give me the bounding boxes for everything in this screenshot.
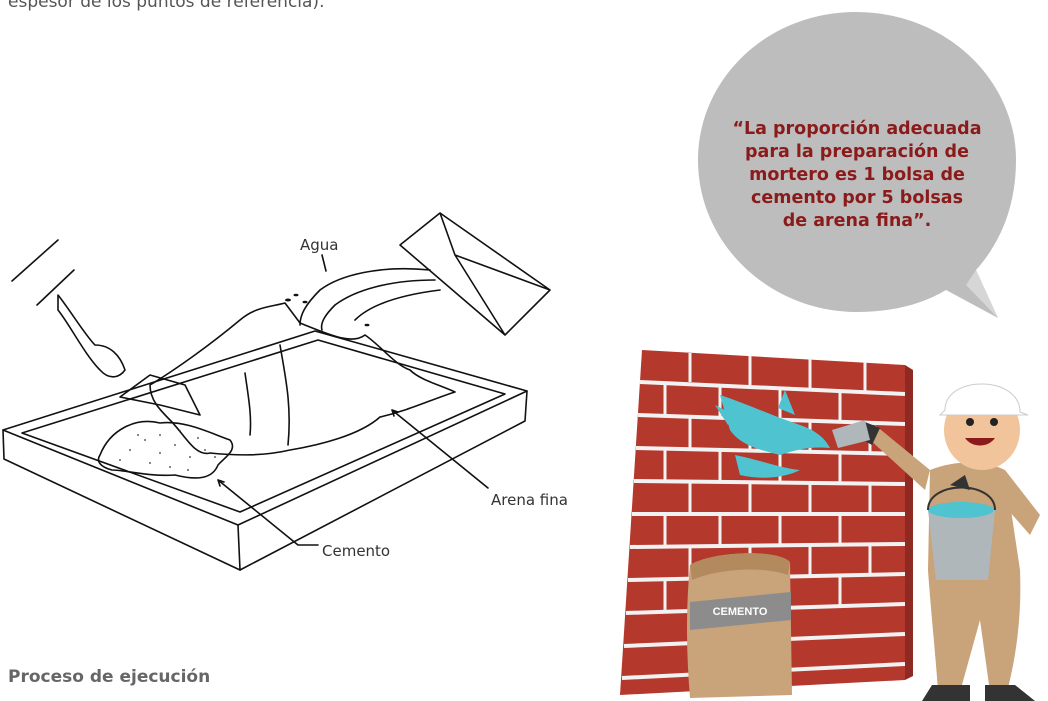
tray-side-right (239, 390, 528, 571)
cement-stipple (119, 430, 216, 471)
sand-mound (149, 302, 456, 456)
quote-line: de arena fina”. (782, 211, 932, 231)
hand-arm (11, 239, 126, 378)
cement-heap (97, 420, 234, 479)
trowel (119, 374, 201, 416)
water-stream (299, 267, 441, 331)
water-box (399, 212, 551, 336)
water-splash (715, 390, 830, 478)
quote-line: “La proporción adecuada (732, 119, 982, 139)
quote-line: mortero es 1 bolsa de (749, 165, 965, 185)
label-arena-fina: Arena fina (491, 491, 568, 509)
intro-text-fragment: espesor de los puntos de referencia). (8, 0, 325, 12)
worker (832, 383, 1040, 701)
quote-line: para la preparación de (745, 142, 969, 162)
cement-bag-label: CEMENTO (713, 606, 768, 618)
label-agua: Agua (300, 236, 339, 254)
section-heading: Proceso de ejecución (8, 667, 211, 687)
tray-side-left (2, 429, 241, 571)
cement-bag (687, 553, 792, 698)
mixing-tray-diagram (2, 212, 551, 571)
quote-text: “La proporción adecuada para la preparac… (712, 118, 1002, 233)
speech-bubble (698, 12, 1016, 318)
tray-inner-rim (21, 339, 506, 513)
label-cemento: Cemento (322, 542, 391, 560)
quote-line: cemento por 5 bolsas (750, 188, 964, 208)
worker-illustration: CEMENTO (620, 350, 1040, 701)
water-drops (285, 293, 370, 327)
